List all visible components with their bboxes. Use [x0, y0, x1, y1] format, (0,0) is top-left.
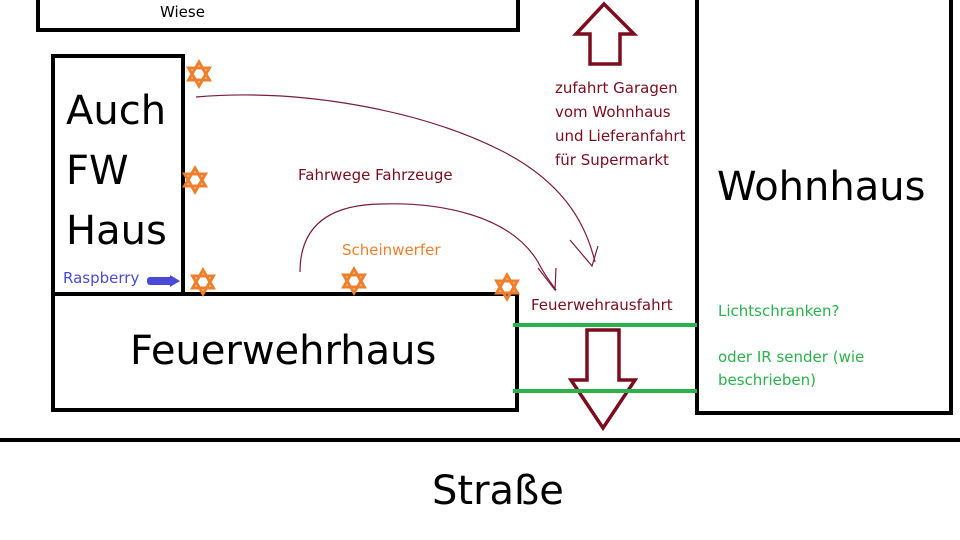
vehicle-path-long-head: [569, 239, 599, 268]
ir-sender-line-2: beschrieben): [718, 371, 816, 389]
auch-fw-haus-line-3: Haus: [66, 208, 167, 254]
raspberry-label: Raspberry: [63, 269, 140, 287]
floodlight-star-icon: [190, 267, 216, 297]
vehicle-path-short-head: [537, 267, 557, 292]
vehicle-path-short: [299, 203, 557, 291]
zufahrt-line-3: und Lieferanfahrt: [555, 127, 686, 145]
street-line: [0, 438, 960, 442]
floodlight-star-icon: [182, 165, 208, 195]
wiese-area: [36, 0, 520, 32]
vehicle-path-long: [195, 94, 596, 263]
floodlight-star-icon: [494, 272, 520, 302]
zufahrt-line-4: für Supermarkt: [555, 151, 669, 169]
fahrwege-label: Fahrwege Fahrzeuge: [298, 166, 453, 184]
floodlight-star-icon: [186, 59, 212, 89]
scheinwerfer-label: Scheinwerfer: [342, 241, 441, 259]
zufahrt-line-2: vom Wohnhaus: [555, 103, 671, 121]
ir-sender-line-1: oder IR sender (wie: [718, 348, 865, 366]
auch-fw-haus-line-2: FW: [66, 148, 129, 194]
down-arrow-icon: [567, 328, 639, 432]
feuerwehrausfahrt-label: Feuerwehrausfahrt: [531, 296, 673, 314]
strasse-label: Straße: [432, 468, 564, 514]
lichtschranken-label: Lichtschranken?: [718, 302, 840, 320]
wohnhaus-label: Wohnhaus: [717, 164, 926, 210]
wohnhaus-building: [695, 0, 953, 415]
raspberry-pointer-icon: [147, 275, 180, 287]
feuerwehrhaus-building: [51, 292, 519, 412]
feuerwehrhaus-label: Feuerwehrhaus: [130, 328, 437, 374]
up-arrow-icon: [571, 1, 639, 66]
zufahrt-line-1: zufahrt Garagen: [555, 79, 678, 97]
floodlight-star-icon: [341, 266, 367, 296]
wiese-label: Wiese: [160, 3, 205, 21]
auch-fw-haus-line-1: Auch: [66, 88, 167, 134]
